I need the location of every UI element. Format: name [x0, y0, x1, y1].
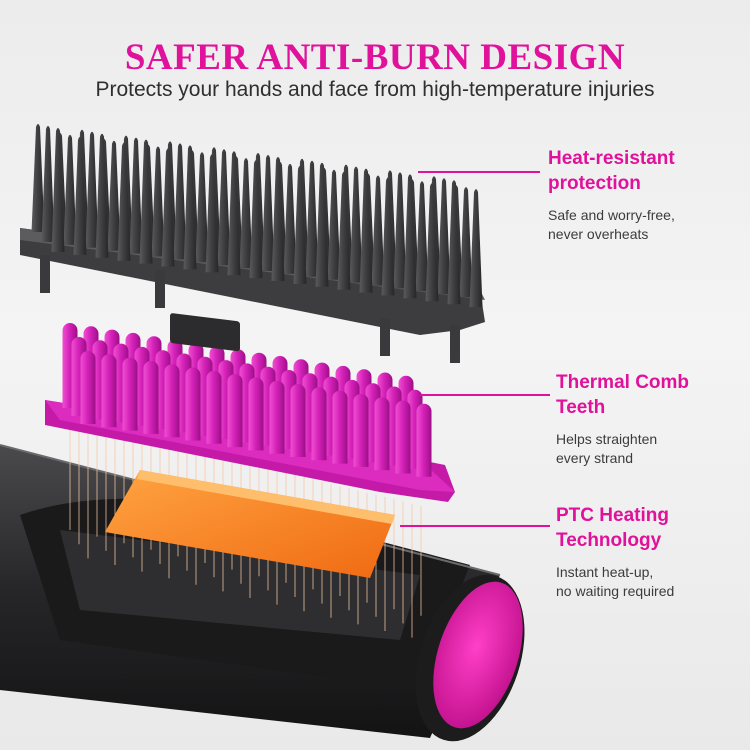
cover-tooth	[305, 160, 319, 277]
cover-tooth	[73, 136, 87, 255]
comb-tooth	[290, 384, 306, 457]
cover-tooth	[139, 139, 153, 264]
cover-tooth	[41, 126, 55, 242]
comb-tooth	[143, 360, 159, 434]
feature-desc: Safe and worry-free, never overheats	[548, 206, 743, 244]
cover-tooth	[217, 149, 231, 266]
heading-line: protection	[548, 173, 641, 194]
comb-tooth	[227, 374, 243, 448]
desc-line: no waiting required	[556, 583, 675, 599]
comb-tooth	[311, 387, 327, 461]
comb-tooth	[395, 400, 411, 474]
cover-tooth	[107, 140, 121, 251]
cover-tooth	[63, 134, 77, 245]
cover-foot	[40, 255, 50, 293]
cover-tooth	[51, 128, 65, 252]
cover-tooth	[151, 146, 165, 257]
page-title: SAFER ANTI-BURN DESIGN	[124, 37, 626, 78]
comb-tooth	[269, 380, 285, 454]
cover-tooth	[205, 154, 219, 273]
pink-end-cap	[415, 574, 525, 742]
page-subtitle: Protects your hands and face from high-t…	[95, 78, 655, 101]
feature-heat-resistant: Heat-resistant protection Safe and worry…	[548, 146, 743, 244]
heat-resistant-cover	[20, 124, 485, 363]
cover-tooth	[327, 169, 341, 280]
desc-line: never overheats	[548, 226, 649, 242]
cover-tooth	[459, 187, 473, 298]
cover-tooth	[337, 171, 351, 290]
cover-tooth	[239, 158, 253, 269]
heading-line: PTC Heating	[556, 505, 669, 526]
cover-tooth	[381, 177, 395, 296]
comb-tooth	[332, 390, 348, 464]
cover-tooth	[117, 142, 131, 261]
desc-line: every strand	[556, 450, 634, 466]
cover-tooth	[85, 131, 99, 248]
desc-line: Instant heat-up,	[556, 564, 654, 580]
comb-tooth	[164, 364, 180, 438]
feature-desc: Helps straighten every strand	[556, 430, 750, 468]
feature-heading: PTC Heating Technology	[556, 503, 750, 553]
comb-tooth	[248, 377, 264, 451]
cover-tooth	[95, 133, 109, 258]
comb-tooth	[374, 397, 390, 471]
feature-heading: Heat-resistant protection	[548, 146, 743, 196]
comb-tooth	[185, 367, 201, 441]
cover-tooth	[359, 168, 373, 293]
comb-tooth	[416, 403, 432, 477]
cover-tooth	[173, 143, 187, 260]
cover-tooth	[183, 145, 197, 270]
cover-foot	[155, 270, 165, 308]
cover-tooth	[425, 183, 439, 302]
cover-tooth	[415, 181, 429, 292]
cover-tooth	[393, 172, 407, 289]
cover-tooth	[261, 155, 275, 271]
cover-tooth	[403, 174, 417, 299]
ptc-heater-plate	[105, 470, 395, 578]
cover-tooth	[315, 162, 329, 287]
comb-tooth	[353, 393, 369, 467]
desc-line: Helps straighten	[556, 431, 658, 447]
feature-thermal-comb: Thermal Comb Teeth Helps straighten ever…	[556, 370, 750, 468]
cover-tooth	[469, 189, 483, 308]
feature-ptc-heating: PTC Heating Technology Instant heat-up, …	[556, 503, 750, 601]
cover-foot	[450, 325, 460, 363]
heading-line: Thermal Comb	[556, 372, 690, 393]
cover-tooth	[293, 165, 307, 284]
feature-heading: Thermal Comb Teeth	[556, 370, 750, 420]
heading-line: Technology	[556, 530, 662, 551]
comb-tooth	[122, 357, 138, 431]
desc-line: Safe and worry-free,	[548, 207, 675, 223]
heading-line: Teeth	[556, 397, 606, 418]
thermal-comb	[45, 323, 455, 502]
cover-tooth	[447, 180, 461, 305]
cover-tooth	[227, 151, 241, 276]
cover-tooth	[195, 152, 209, 263]
cover-tooth	[437, 178, 451, 295]
cover-tooth	[129, 137, 143, 254]
comb-tooth	[80, 351, 96, 424]
cover-tooth	[271, 157, 285, 281]
comb-tooth	[101, 354, 117, 428]
cover-tooth	[161, 148, 175, 267]
comb-tooth	[206, 370, 222, 444]
cover-tooth	[371, 175, 385, 286]
cover-tooth	[249, 160, 263, 279]
cover-tooth	[283, 163, 297, 274]
cover-tooth	[31, 124, 45, 232]
cover-foot	[380, 318, 390, 356]
heading-line: Heat-resistant	[548, 148, 675, 169]
cover-tooth	[349, 166, 363, 283]
feature-desc: Instant heat-up, no waiting required	[556, 563, 750, 601]
